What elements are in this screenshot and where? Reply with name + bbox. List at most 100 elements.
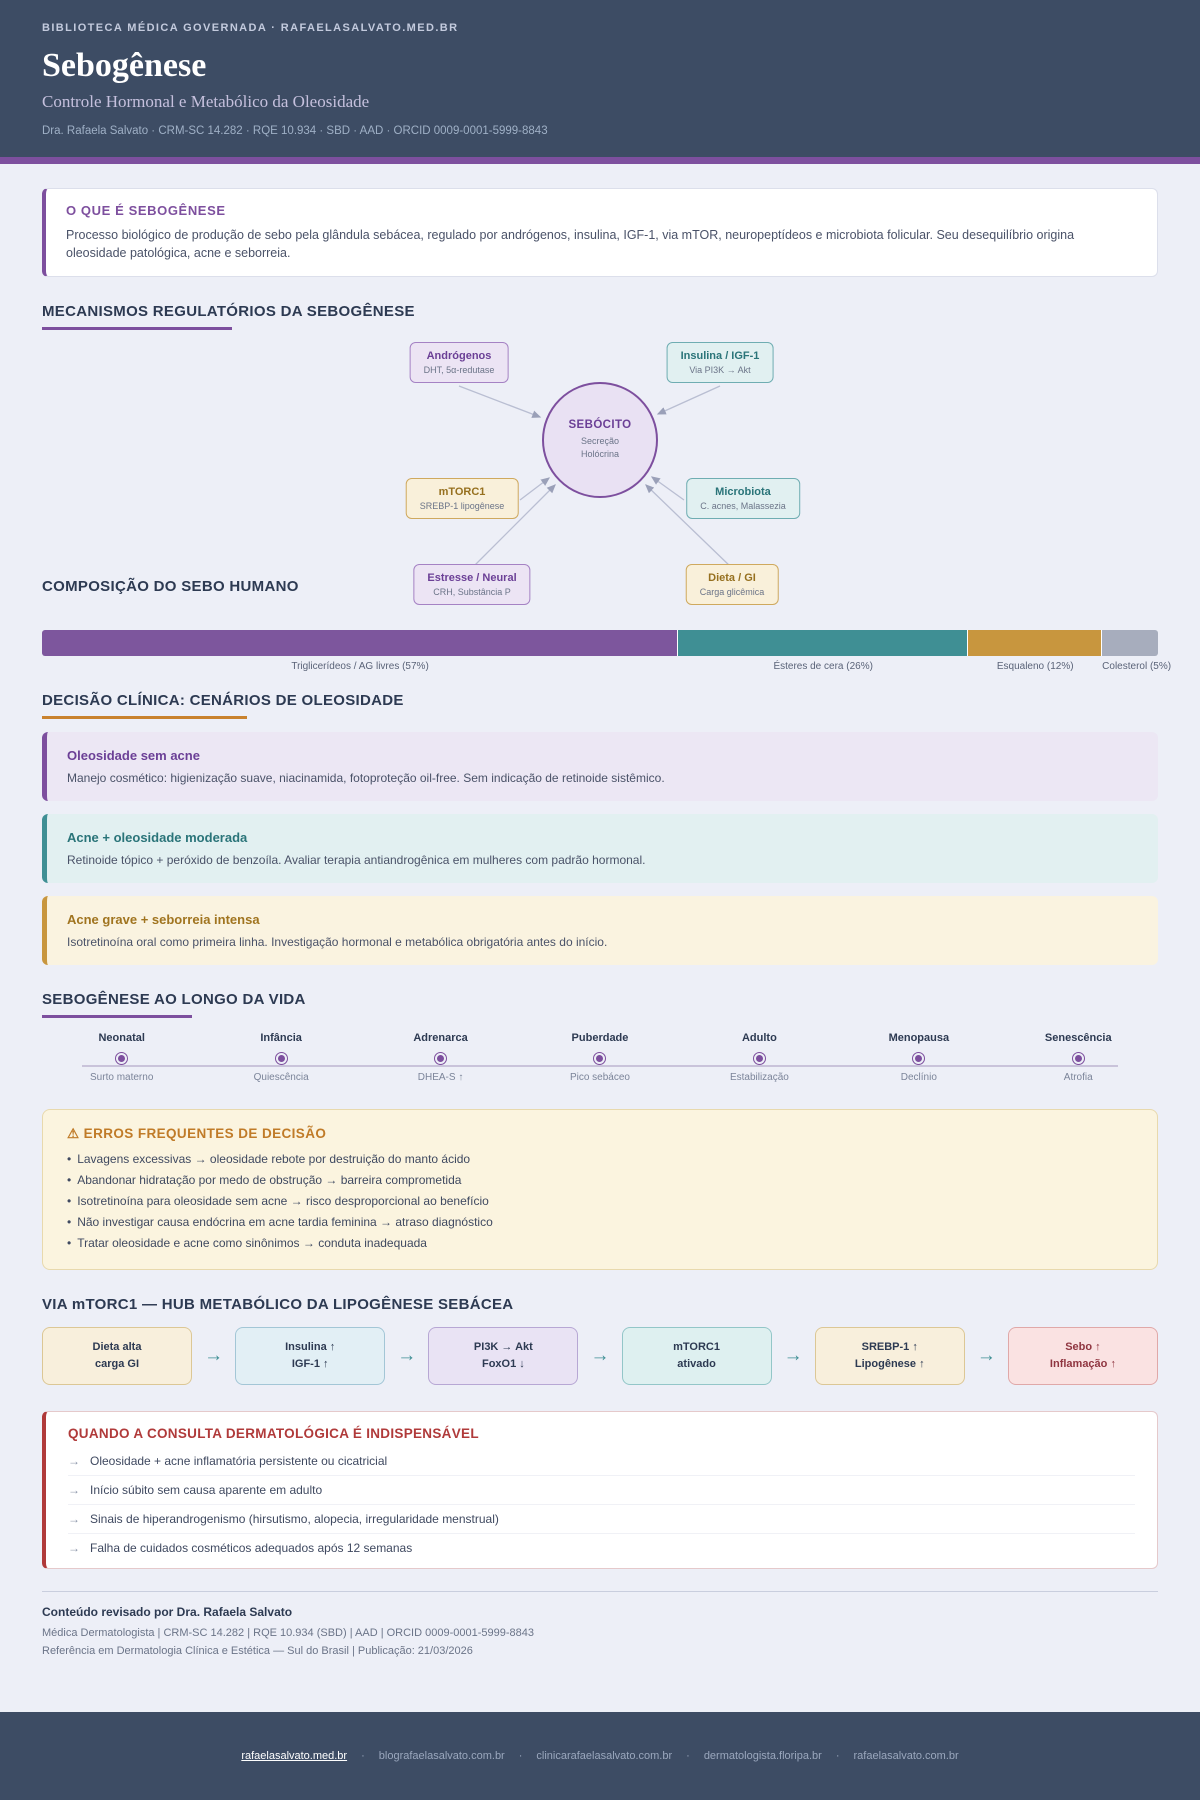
stage-label: Adrenarca xyxy=(413,1032,468,1045)
node-detail: CRH, Substância P xyxy=(433,587,511,598)
stage-detail: DHEA-S ↑ xyxy=(417,1072,464,1084)
mechanisms-diagram: SEBÓCITO Secreção Holócrina Andrógenos D… xyxy=(42,342,1158,624)
error-text: Tratar oleosidade e acne como sinônimos … xyxy=(77,1236,427,1251)
node-detail: Carga glicêmica xyxy=(699,587,765,598)
footer-separator: · xyxy=(686,1750,690,1762)
footer-link[interactable]: blografaelasalvato.com.br xyxy=(378,1750,505,1762)
timeline-stage-infancy: Infância Quiescência xyxy=(201,1032,360,1083)
footer-separator: · xyxy=(518,1750,523,1762)
scenario-body: Manejo cosmético: higienização suave, ni… xyxy=(67,771,665,786)
scenario-title: Oleosidade sem acne xyxy=(67,748,200,764)
stage-detail: Declínio xyxy=(900,1072,937,1084)
timeline-dot xyxy=(912,1052,926,1066)
mechanisms-rule xyxy=(42,327,232,331)
stage-label: Adulto xyxy=(741,1032,777,1045)
life-timeline: Neonatal Surto materno Infância Quiescên… xyxy=(42,1032,1158,1083)
consult-text: Início súbito sem causa aparente em adul… xyxy=(90,1483,323,1498)
stage-label: Neonatal xyxy=(98,1032,145,1045)
stage-detail: Atrofia xyxy=(1063,1072,1093,1084)
bar-segment-triglycerides xyxy=(42,630,679,657)
bar-label: Esqualeno (12%) xyxy=(996,661,1074,673)
scenario-body: Isotretinoína oral como primeira linha. … xyxy=(67,935,608,950)
footer-bar: rafaelasalvato.med.br · blografaelasalva… xyxy=(0,1712,1200,1800)
node-label: Andrógenos xyxy=(426,350,492,363)
arrow-icon: → xyxy=(68,1512,80,1527)
mechanism-node-microbiota: Microbiota C. acnes, Malassezia xyxy=(686,478,800,520)
bullet-icon: • xyxy=(67,1194,72,1209)
intro-card: O QUE É SEBOGÊNESE Processo biológico de… xyxy=(42,188,1158,278)
consult-item: → Sinais de hiperandrogenismo (hirsutism… xyxy=(68,1505,1135,1535)
bar-segment-squalene xyxy=(968,630,1103,657)
sebocyte-sub2: Holócrina xyxy=(580,449,620,460)
consult-card: QUANDO A CONSULTA DERMATOLÓGICA É INDISP… xyxy=(42,1411,1158,1570)
footer-link[interactable]: rafaelasalvato.med.br xyxy=(241,1750,348,1762)
stage-detail: Pico sebáceo xyxy=(569,1072,630,1084)
bar-segment-cholesterol xyxy=(1102,630,1158,657)
step-line2: carga GI xyxy=(94,1358,140,1371)
mechanism-node-stress: Estresse / Neural CRH, Substância P xyxy=(413,564,531,606)
timeline-dot xyxy=(752,1052,766,1066)
step-line2: FoxO1 ↓ xyxy=(481,1358,525,1371)
scenario-card-moderate: Acne + oleosidade moderada Retinoide tóp… xyxy=(42,814,1158,884)
scenario-title: Acne grave + seborreia intensa xyxy=(67,912,260,928)
error-item: •Lavagens excessivas → oleosidade rebote… xyxy=(67,1152,1133,1166)
sebocyte-sub1: Secreção xyxy=(580,436,620,447)
timeline-dot xyxy=(434,1052,448,1066)
flow-arrow-icon: → xyxy=(397,1345,417,1367)
node-detail: DHT, 5α-redutase xyxy=(423,365,495,376)
step-line2: IGF-1 ↑ xyxy=(291,1358,329,1371)
step-line1: PI3K → Akt xyxy=(473,1341,533,1354)
section-lifespan: SEBOGÊNESE AO LONGO DA VIDA Neonatal Sur… xyxy=(42,991,1158,1083)
arrow-icon: → xyxy=(68,1483,80,1498)
mechanisms-title: MECANISMOS REGULATÓRIOS DA SEBOGÊNESE xyxy=(42,303,415,321)
consult-item: → Falha de cuidados cosméticos adequados… xyxy=(68,1534,1135,1562)
footer-link[interactable]: dermatologista.floripa.br xyxy=(703,1750,822,1762)
node-label: mTORC1 xyxy=(438,486,486,499)
stage-detail: Estabilização xyxy=(729,1072,789,1084)
author-meta: Dra. Rafaela Salvato · CRM-SC 14.282 · R… xyxy=(42,125,548,137)
lifespan-rule xyxy=(42,1015,192,1019)
bar-label: Triglicerídeos / AG livres (57%) xyxy=(291,661,429,673)
credits-credentials: Médica Dermatologista | CRM-SC 14.282 | … xyxy=(42,1627,534,1640)
footer-separator: · xyxy=(835,1750,840,1762)
stage-label: Infância xyxy=(260,1032,302,1045)
sebocyte-label: SEBÓCITO xyxy=(568,419,632,432)
page-subtitle: Controle Hormonal e Metabólico da Oleosi… xyxy=(42,92,370,111)
bar-segment-wax-esters xyxy=(678,630,969,657)
section-mechanisms: MECANISMOS REGULATÓRIOS DA SEBOGÊNESE xyxy=(42,303,1158,624)
timeline-stage-neonatal: Neonatal Surto materno xyxy=(42,1032,201,1083)
consult-text: Sinais de hiperandrogenismo (hirsutismo,… xyxy=(90,1512,499,1527)
lifespan-title: SEBOGÊNESE AO LONGO DA VIDA xyxy=(42,991,306,1009)
bullet-icon: • xyxy=(67,1236,72,1251)
consult-item: → Oleosidade + acne inflamatória persist… xyxy=(68,1447,1135,1477)
node-detail: C. acnes, Malassezia xyxy=(700,501,786,512)
bar-label: Colesterol (5%) xyxy=(1102,661,1172,673)
stage-label: Puberdade xyxy=(571,1032,629,1045)
stage-detail: Quiescência xyxy=(253,1072,309,1084)
header-accent-bar xyxy=(0,157,1200,164)
timeline-stage-puberty: Puberdade Pico sebáceo xyxy=(520,1032,679,1083)
node-detail: SREBP-1 lipogênese xyxy=(419,501,505,512)
step-line1: mTORC1 xyxy=(673,1341,720,1354)
consult-text: Oleosidade + acne inflamatória persisten… xyxy=(90,1454,388,1469)
step-line1: Dieta alta xyxy=(92,1341,142,1354)
mechanism-node-diet: Dieta / GI Carga glicêmica xyxy=(685,564,779,606)
flow-step-mtorc1: mTORC1 ativado xyxy=(621,1327,772,1386)
stage-label: Menopausa xyxy=(888,1032,950,1045)
error-item: •Não investigar causa endócrina em acne … xyxy=(67,1215,1133,1229)
footer-link[interactable]: clinicarafaelasalvato.com.br xyxy=(536,1750,673,1762)
section-decision: DECISÃO CLÍNICA: CENÁRIOS DE OLEOSIDADE … xyxy=(42,692,1158,966)
flow-arrow-icon: → xyxy=(783,1345,803,1367)
mtor-flow: Dieta alta carga GI → Insulina ↑ IGF-1 ↑… xyxy=(42,1327,1158,1386)
error-text: Não investigar causa endócrina em acne t… xyxy=(77,1215,493,1230)
step-line1: SREBP-1 ↑ xyxy=(861,1341,918,1354)
arrow-icon: → xyxy=(68,1541,80,1556)
scenario-card-severe: Acne grave + seborreia intensa Isotretin… xyxy=(42,896,1158,966)
bar-label: Ésteres de cera (26%) xyxy=(773,661,873,673)
step-line2: Lipogênese ↑ xyxy=(854,1358,925,1371)
flow-step-diet: Dieta alta carga GI xyxy=(42,1327,192,1386)
footer-link[interactable]: rafaelasalvato.com.br xyxy=(853,1750,959,1762)
connector-lines xyxy=(458,385,733,569)
timeline-stage-menopause: Menopausa Declínio xyxy=(839,1032,998,1083)
decision-title: DECISÃO CLÍNICA: CENÁRIOS DE OLEOSIDADE xyxy=(42,692,404,710)
